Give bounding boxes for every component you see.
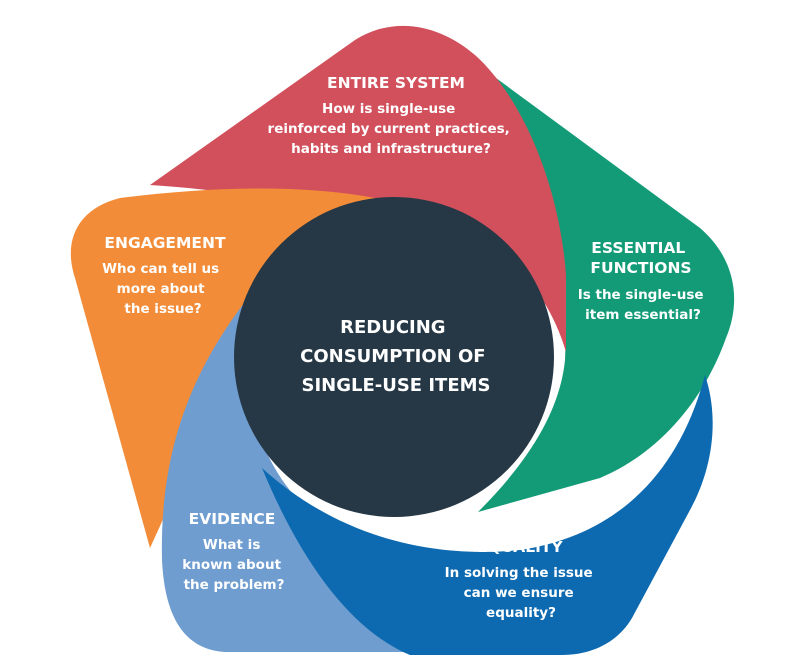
equality-title: EQUALITY — [477, 538, 563, 556]
equality-segment — [262, 375, 713, 655]
essential-functions-title: ESSENTIAL FUNCTIONS — [590, 239, 691, 277]
entire-system-segment — [150, 25, 566, 352]
center-title-line-2: CONSUMPTION OF — [300, 346, 485, 367]
center-title: REDUCING CONSUMPTION OF SINGLE-USE ITEMS — [300, 317, 492, 396]
entire-system-title: ENTIRE SYSTEM — [327, 74, 465, 92]
evidence-title: EVIDENCE — [189, 510, 276, 528]
equality-question: In solving the issue can we ensure equal… — [445, 565, 598, 621]
entire-system-question: How is single-use reinforced by current … — [268, 101, 515, 157]
engagement-question: Who can tell us more about the issue? — [102, 261, 224, 317]
evidence-segment — [161, 298, 521, 652]
center-title-line-3: SINGLE-USE ITEMS — [301, 375, 490, 396]
essential-functions-segment — [478, 78, 735, 512]
evidence-question: What is known about the problem? — [182, 537, 285, 593]
engagement-title: ENGAGEMENT — [104, 234, 226, 252]
essential-functions-question: Is the single-use item essential? — [578, 287, 709, 323]
center-title-line-1: REDUCING — [340, 317, 445, 338]
center-circle — [234, 197, 554, 517]
